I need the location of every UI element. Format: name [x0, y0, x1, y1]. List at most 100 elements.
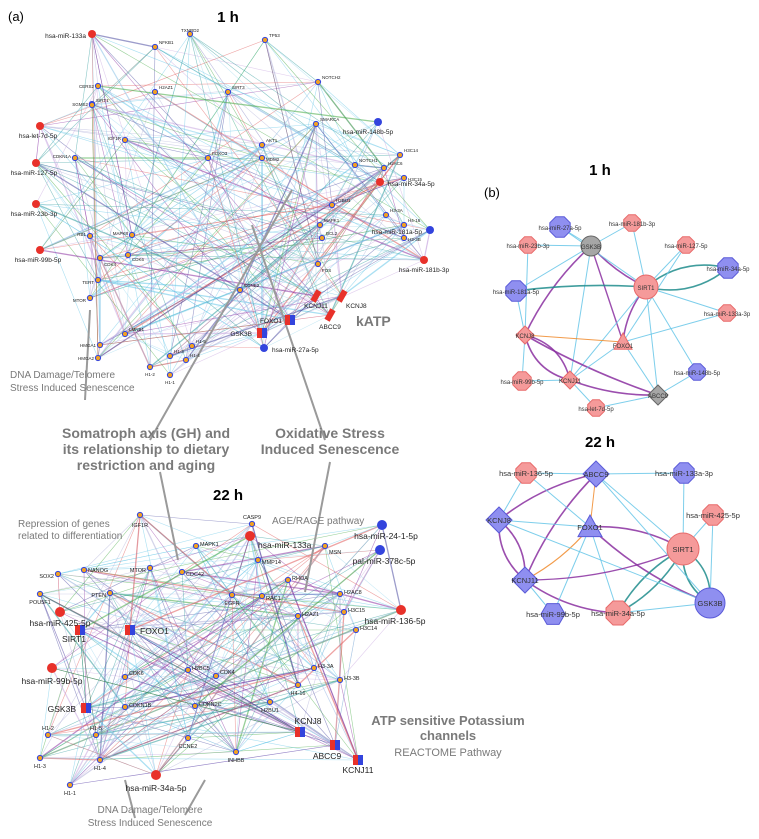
node-akt1[interactable]: AKT1 [258, 138, 278, 149]
node-h3-3a[interactable]: H3-3A [382, 208, 403, 219]
b-node-hsa-mir-148b-5p[interactable]: hsa-miR-148b-5p [674, 363, 721, 381]
b-node-foxo1[interactable]: FOXO1 [577, 513, 603, 538]
node-kcnj8[interactable]: KCNJ8 [336, 289, 367, 310]
node-msn[interactable]: MSN [321, 542, 341, 556]
node-pou5f1[interactable]: POU5F1 [29, 590, 51, 606]
node-h2bc5[interactable]: H2BC5 [184, 666, 210, 674]
node-cdk4[interactable]: CDK4 [212, 670, 235, 680]
b-node-hsa-mir-99b-5p[interactable]: hsa-miR-99b-5p [526, 603, 580, 625]
node-hsa-mir-23b-3p[interactable]: hsa-miR-23b-3p [11, 200, 58, 218]
node-kcnj11[interactable]: KCNJ11 [342, 755, 374, 775]
node-hsa-mir-34a-5p[interactable]: hsa-miR-34a-5p [376, 178, 435, 188]
node-h3-3a[interactable]: H3-3A [310, 664, 334, 672]
node-pal-mir-378c-5p[interactable]: pal-miR-378c-5p [353, 545, 416, 566]
b-node-hsa-mir-425-5p[interactable]: hsa-miR-425-5p [686, 504, 740, 526]
node-cdc42[interactable]: CDC42 [178, 568, 204, 578]
node-hsa-mir-133a[interactable]: hsa-miR-133a [245, 531, 312, 550]
node-h2bu1[interactable]: H2BU1 [261, 698, 279, 714]
b-node-gsk3b[interactable]: GSK3B [580, 235, 602, 257]
b-node-sirt1[interactable]: SIRT1 [666, 532, 700, 566]
node-kcnj11[interactable]: KCNJ11 [304, 289, 328, 310]
b-node-kcnj11[interactable]: KCNJ11 [559, 370, 582, 390]
node-h1-5[interactable]: H1-5 [90, 726, 102, 739]
node-mtor[interactable]: MTOR [130, 564, 154, 574]
b-node-hsa-mir-181b-3p[interactable]: hsa-miR-181b-3p [609, 214, 656, 232]
b-node-sirt1[interactable]: SIRT1 [633, 274, 659, 300]
node-h1-1[interactable]: H1-1 [165, 371, 175, 385]
node-mmp14[interactable]: MMP14 [254, 556, 281, 566]
node-abcc9[interactable]: ABCC9 [313, 740, 342, 761]
b-node-hsa-mir-34a-5p[interactable]: hsa-miR-34a-5p [591, 600, 645, 626]
node-foxo3[interactable]: FOXO3 [204, 151, 228, 162]
node-igf1r[interactable]: IGF1R [132, 511, 148, 529]
node-txnrd2[interactable]: TXNRD2 [181, 28, 199, 38]
node-foxo1[interactable]: FOXO1 [125, 625, 169, 636]
node-h4-16[interactable]: H4-16 [400, 218, 421, 229]
node-bcl2[interactable]: BCL2 [318, 231, 338, 242]
node-rb1[interactable]: RB1 [77, 232, 94, 240]
node-h2ac6[interactable]: H2AC6 [380, 161, 403, 172]
node-abcc9[interactable]: ABCC9 [319, 308, 341, 331]
node-mapk8[interactable]: MAPK8 [113, 231, 136, 239]
node-h4-16[interactable]: H4-16 [291, 681, 306, 697]
node-nanog[interactable]: NANOG [80, 566, 108, 574]
node-ccne2[interactable]: CCNE2 [236, 283, 260, 294]
b-node-kcnj8[interactable]: KCNJ8 [515, 325, 535, 345]
node-sirt1[interactable]: SIRT1 [88, 98, 109, 109]
node-egfr[interactable]: EGFR [224, 591, 240, 607]
b-node-abcc9[interactable]: ABCC9 [582, 460, 610, 488]
node-hsa-mir-127-5p[interactable]: hsa-miR-127-5p [11, 159, 58, 177]
node-h3-3b[interactable]: H3-3B [336, 676, 360, 684]
node-igf1r[interactable]: IGF1R [108, 136, 129, 144]
node-foxo1[interactable]: FOXO1 [260, 315, 295, 325]
b-node-hsa-mir-133a-3p[interactable]: hsa-miR-133a-3p [655, 462, 713, 484]
node-h2az1[interactable]: H2AZ1 [151, 85, 174, 96]
node-pten[interactable]: PTEN [91, 589, 114, 599]
b-node-hsa-mir-127-5p[interactable]: hsa-miR-127-5p [664, 236, 708, 254]
node-h1-3[interactable]: H1-3 [34, 754, 46, 770]
node-hsa-mir-181a-5p[interactable]: hsa-miR-181a-5p [372, 226, 434, 236]
node-hmga2[interactable]: HMGA2 [78, 354, 102, 362]
node-cdk4[interactable]: CDK4 [96, 254, 117, 267]
node-gsk3b[interactable]: GSK3B [48, 703, 91, 714]
node-tert[interactable]: TERT [82, 276, 102, 285]
node-cdkn2c[interactable]: CDKN2C [191, 702, 222, 710]
node-h2ac8[interactable]: H2AC8 [336, 590, 362, 598]
node-rac1[interactable]: RAC1 [258, 592, 281, 602]
node-hsa-mir-99b-5p[interactable]: hsa-miR-99b-5p [15, 246, 62, 264]
node-h1-4[interactable]: H1-4 [182, 353, 200, 364]
node-mapk1[interactable]: MAPK1 [316, 218, 340, 229]
node-fos[interactable]: FOS [314, 260, 331, 273]
node-hsa-mir-24-1-5p[interactable]: hsa-miR-24-1-5p [354, 520, 418, 541]
b-node-kcnj11[interactable]: KCNJ11 [511, 566, 539, 594]
node-smarca[interactable]: SMARCA [312, 117, 339, 128]
node-cdk6[interactable]: CDK6 [124, 251, 145, 262]
b-node-hsa-mir-34a-5p[interactable]: hsa-miR-34a-5p [706, 257, 750, 279]
node-cdkn1a[interactable]: CDKN1A [53, 154, 79, 162]
b-node-kcnj8[interactable]: KCNJ8 [485, 506, 513, 534]
b-node-foxo1[interactable]: FOXO1 [613, 331, 634, 350]
node-notch1[interactable]: NOTCH1 [351, 158, 378, 169]
node-hsa-mir-34a-5p[interactable]: hsa-miR-34a-5p [126, 770, 187, 793]
node-ccne2[interactable]: CCNE2 [179, 734, 198, 750]
node-h3c14[interactable]: H3C14 [352, 626, 377, 634]
node-sirt1[interactable]: SIRT1 [62, 625, 86, 644]
node-hsa-mir-425-5p[interactable]: hsa-miR-425-5p [30, 607, 91, 628]
node-h2bu1[interactable]: H2BU1 [328, 198, 351, 209]
node-h3-3b[interactable]: H3-3B [400, 234, 421, 242]
node-h2az1[interactable]: H2AZ1 [294, 612, 319, 620]
node-cdk6[interactable]: CDK6 [121, 671, 144, 681]
node-h3c14[interactable]: H3C14 [396, 148, 419, 159]
node-hsa-mir-133a[interactable]: hsa-miR-133a [45, 30, 96, 40]
b-node-hsa-mir-23b-3p[interactable]: hsa-miR-23b-3p [506, 236, 550, 254]
b-node-hsa-mir-133a-3p[interactable]: hsa-miR-133a-3p [704, 304, 751, 322]
node-hsa-mir-27a-5p[interactable]: hsa-miR-27a-5p [260, 344, 319, 354]
node-casp9[interactable]: CASP9 [243, 515, 261, 528]
node-h1-2[interactable]: H1-2 [42, 726, 54, 739]
node-sox2[interactable]: SOX2 [39, 570, 62, 580]
node-h1-4[interactable]: H1-4 [94, 756, 106, 772]
node-h1-1[interactable]: H1-1 [64, 781, 76, 797]
node-h3c15[interactable]: H3C15 [340, 608, 365, 616]
node-hsa-mir-148b-5p[interactable]: hsa-miR-148b-5p [343, 118, 394, 136]
b-node-hsa-mir-181a-5p[interactable]: hsa-miR-181a-5p [493, 280, 540, 302]
